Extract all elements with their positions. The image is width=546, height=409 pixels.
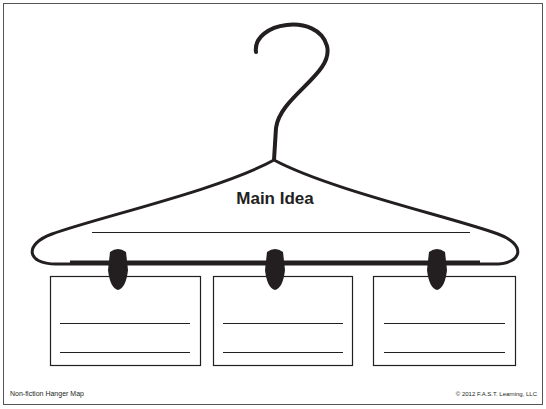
hanger-outline — [25, 155, 525, 270]
copyright-note: © 2012 F.A.S.T. Learning, LLC — [456, 391, 537, 397]
card-boxes — [51, 277, 516, 366]
main-idea-heading: Main Idea — [25, 189, 525, 209]
hanger-hook — [256, 25, 328, 160]
writing-lines — [60, 324, 505, 353]
page-border — [4, 4, 543, 405]
hanger-body: Main Idea — [25, 155, 525, 270]
footer-title: Non-fiction Hanger Map — [10, 390, 84, 397]
